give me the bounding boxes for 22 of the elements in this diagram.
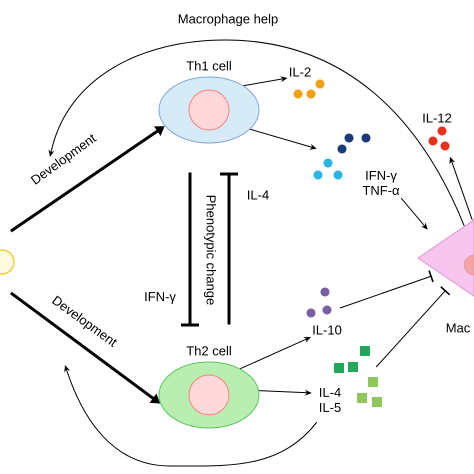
cytokine-cluster: IL-12 [423, 113, 452, 150]
edge-label: IFN-γ [143, 291, 177, 305]
inhibition-line [340, 270, 434, 308]
node-label: IFN-γ TNF-α [362, 170, 400, 196]
inhibition-line [181, 172, 199, 326]
cell-label: Th1 cell [186, 60, 231, 70]
node-label: IL-2 [290, 67, 311, 77]
node-label: IL-10 [313, 325, 342, 335]
node-label: IL-12 [423, 113, 452, 123]
cytokine-cluster: IL-2 [290, 67, 324, 98]
edge-label: IL-4 [246, 190, 270, 200]
inhibition-line [376, 286, 450, 368]
cytokine-cluster: IL-4 IL-5 [320, 346, 382, 412]
node-label: IL-4 IL-5 [320, 388, 341, 412]
cell-label: Th2 cell [186, 346, 231, 356]
cytokine-cluster: IFN-γ TNF-α [314, 134, 400, 196]
cell-label: Mac [446, 323, 470, 333]
edge-label: Macrophage help [176, 12, 280, 28]
cell [0, 249, 15, 275]
rotated-label: Phenotypic change [204, 196, 216, 305]
inhibition-line [220, 172, 238, 324]
cytokine-cluster: IL-10 [306, 288, 342, 335]
